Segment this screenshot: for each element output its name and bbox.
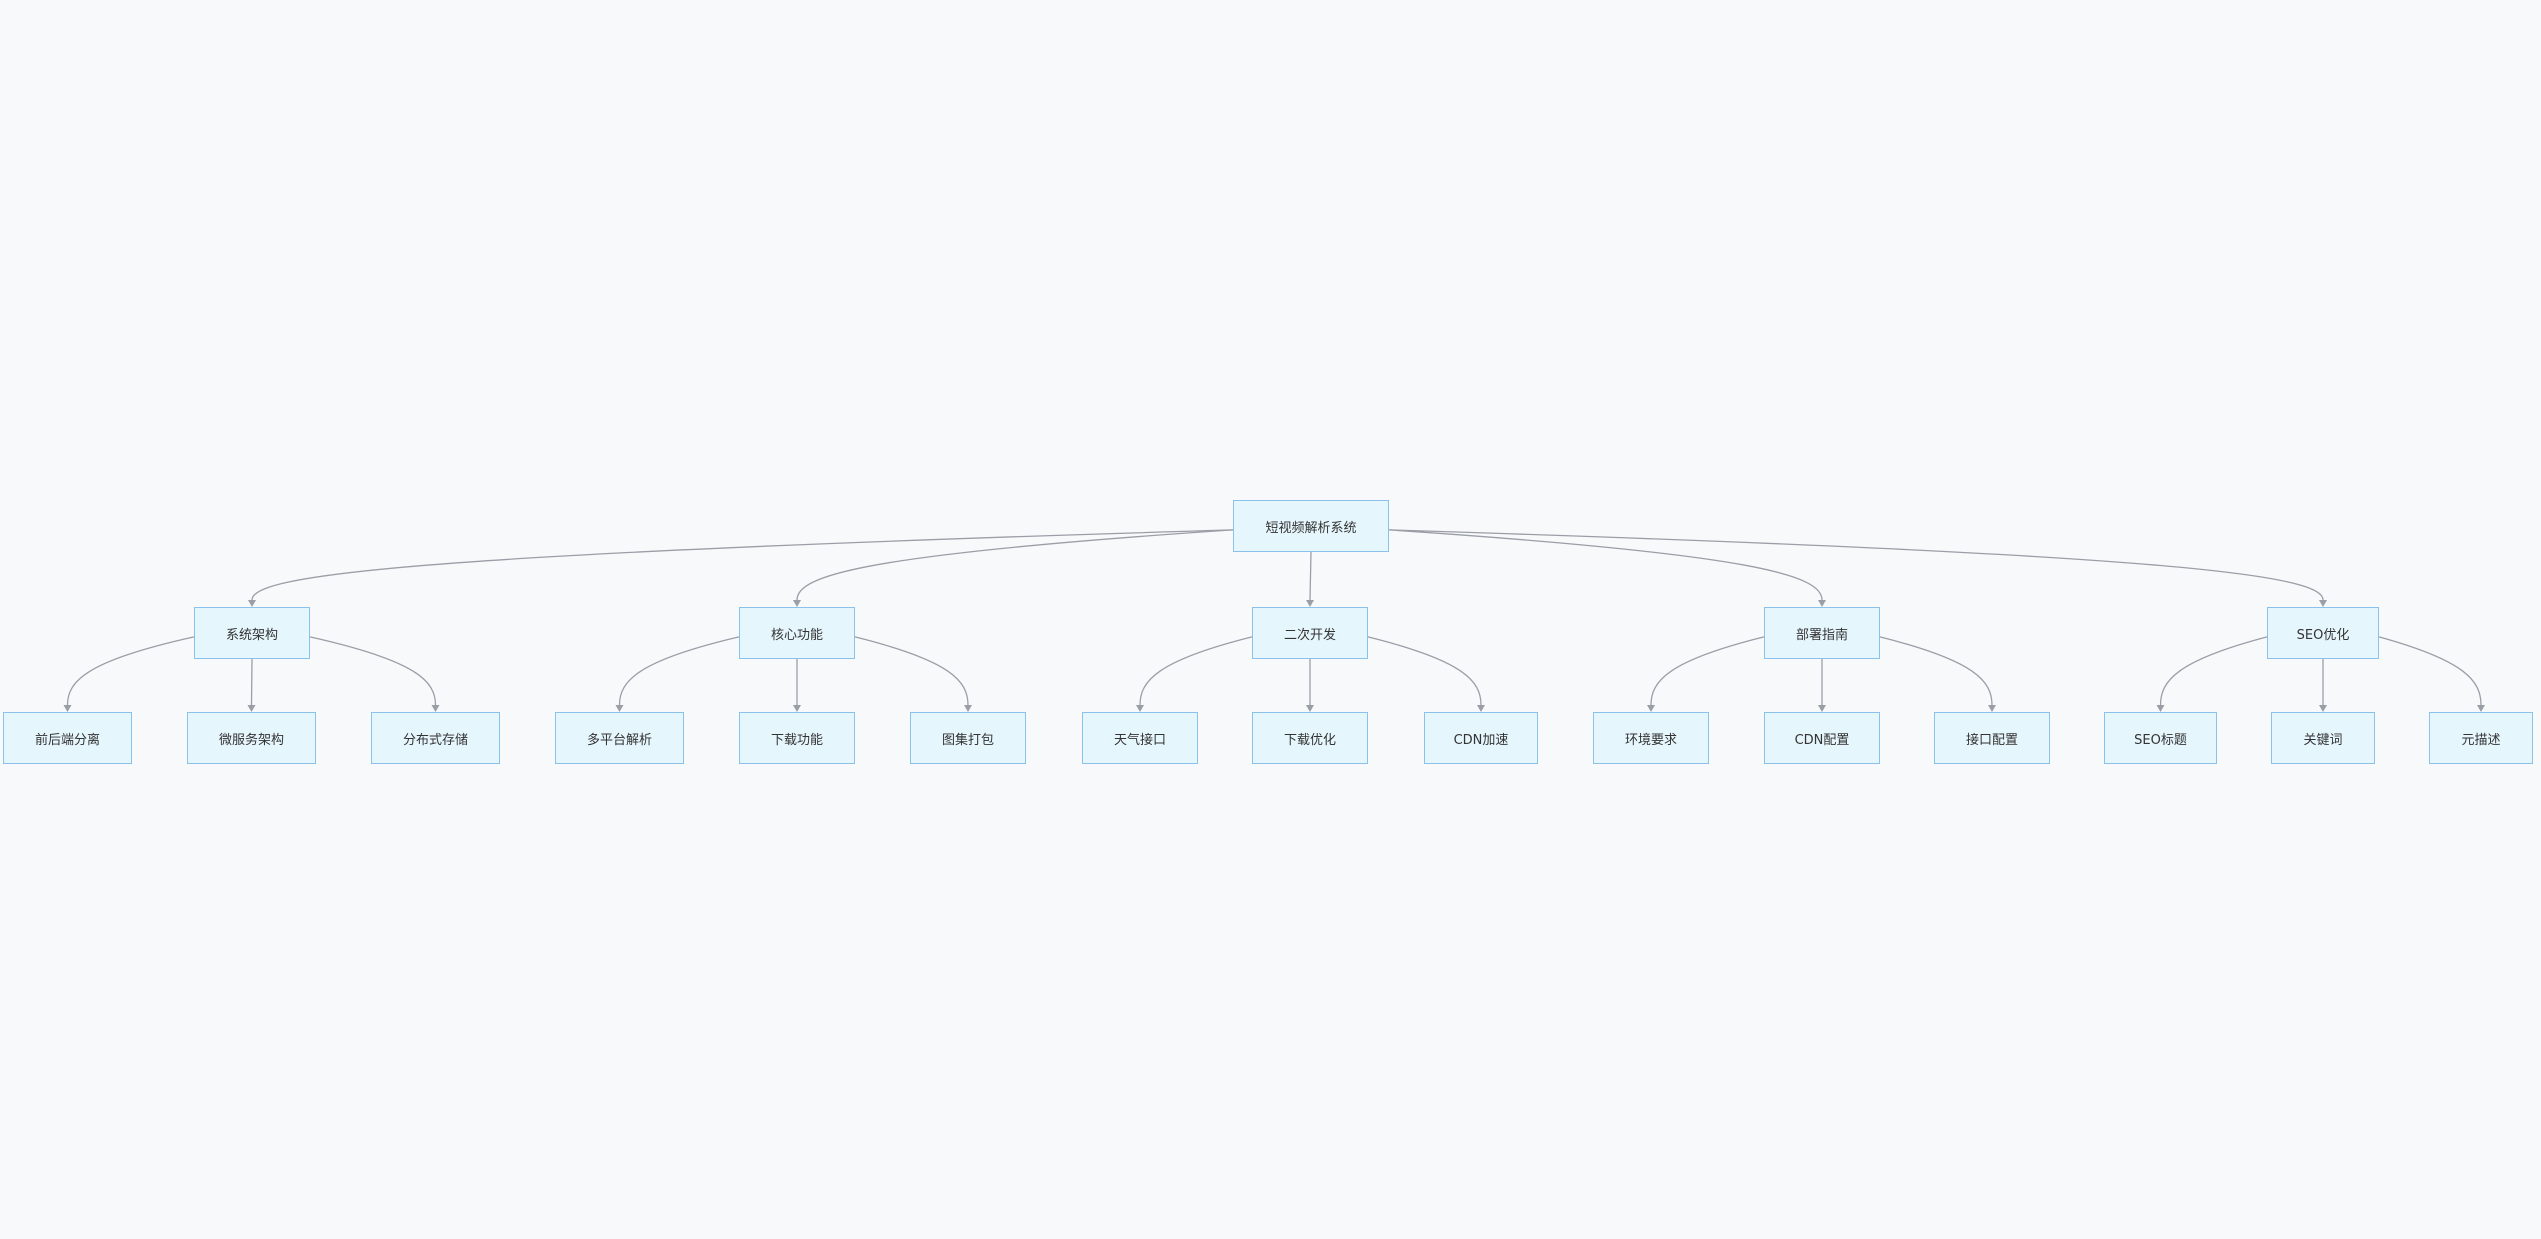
node-label: SEO标题 [2134, 732, 2187, 748]
edge-branch-to-leaf [66, 636, 195, 706]
node-label: 环境要求 [1624, 732, 1677, 748]
node-label: 二次开发 [1283, 627, 1336, 643]
branch-node-deploy[interactable]: 部署指南 [1764, 607, 1880, 659]
edge-root-to-branch [1388, 529, 2324, 601]
leaf-node[interactable]: 多平台解析 [555, 712, 684, 764]
arrowhead-icon [2319, 600, 2327, 607]
edge-branch-to-leaf [309, 636, 437, 706]
leaf-node[interactable]: 下载功能 [739, 712, 855, 764]
edge-branch-to-leaf [1139, 636, 1253, 706]
leaf-node[interactable]: CDN加速 [1424, 712, 1538, 764]
branch-node-arch[interactable]: 系统架构 [194, 607, 310, 659]
leaf-node[interactable]: 天气接口 [1082, 712, 1198, 764]
arrowhead-icon [1477, 705, 1485, 712]
arrowhead-icon [1306, 705, 1314, 712]
node-label: 多平台解析 [586, 732, 652, 748]
leaf-node[interactable]: 关键词 [2271, 712, 2375, 764]
node-label: 下载优化 [1283, 732, 1336, 748]
edge-branch-to-leaf [2159, 636, 2268, 706]
edge-root-to-branch [1388, 529, 1823, 601]
node-label: 元描述 [2461, 732, 2501, 748]
leaf-node[interactable]: 环境要求 [1593, 712, 1709, 764]
node-label: CDN加速 [1453, 732, 1509, 748]
arrowhead-icon [793, 600, 801, 607]
arrowhead-icon [247, 705, 256, 712]
edge-branch-to-leaf [2378, 636, 2482, 706]
arrowhead-icon [248, 600, 256, 607]
node-label: 核心功能 [770, 627, 823, 643]
leaf-node[interactable]: 微服务架构 [187, 712, 316, 764]
arrowhead-icon [964, 705, 972, 712]
leaf-node[interactable]: 元描述 [2429, 712, 2533, 764]
edge-branch-to-leaf [1367, 636, 1482, 706]
edge-branch-to-leaf [1650, 636, 1765, 706]
node-label: 下载功能 [770, 732, 823, 748]
node-label: 短视频解析系统 [1265, 520, 1357, 536]
arrowhead-icon [615, 705, 624, 712]
branch-node-dev[interactable]: 二次开发 [1252, 607, 1368, 659]
edge-root-to-branch [251, 529, 1234, 601]
root-node[interactable]: 短视频解析系统 [1233, 500, 1389, 552]
node-label: 关键词 [2303, 732, 2343, 748]
arrowhead-icon [2156, 705, 2165, 712]
arrowhead-icon [63, 705, 72, 712]
node-label: 分布式存储 [402, 732, 468, 748]
arrowhead-icon [2319, 705, 2327, 712]
node-label: 前后端分离 [34, 732, 100, 748]
arrowhead-icon [1818, 600, 1826, 607]
branch-node-seo[interactable]: SEO优化 [2267, 607, 2379, 659]
branch-node-core[interactable]: 核心功能 [739, 607, 855, 659]
edge-root-to-branch [1309, 551, 1312, 601]
arrowhead-icon [1988, 705, 1996, 712]
node-label: 接口配置 [1965, 732, 2018, 748]
leaf-node[interactable]: 接口配置 [1934, 712, 2050, 764]
node-label: CDN配置 [1794, 732, 1850, 748]
node-label: 图集打包 [941, 732, 994, 748]
arrowhead-icon [431, 705, 440, 712]
leaf-node[interactable]: 分布式存储 [371, 712, 500, 764]
leaf-node[interactable]: SEO标题 [2104, 712, 2217, 764]
arrowhead-icon [2477, 705, 2485, 712]
edge-root-to-branch [796, 529, 1234, 601]
leaf-node[interactable]: 下载优化 [1252, 712, 1368, 764]
edge-branch-to-leaf [1879, 636, 1993, 706]
node-label: 系统架构 [225, 627, 278, 643]
edge-branch-to-leaf [618, 636, 740, 706]
node-label: 天气接口 [1113, 732, 1166, 748]
leaf-node[interactable]: CDN配置 [1764, 712, 1880, 764]
leaf-node[interactable]: 前后端分离 [3, 712, 132, 764]
arrowhead-icon [1818, 705, 1826, 712]
node-label: 微服务架构 [218, 732, 284, 748]
node-label: SEO优化 [2296, 627, 2350, 643]
edge-branch-to-leaf [250, 658, 253, 706]
leaf-node[interactable]: 图集打包 [910, 712, 1026, 764]
edge-branch-to-leaf [854, 636, 969, 706]
node-label: 部署指南 [1795, 627, 1848, 643]
arrowhead-icon [1647, 705, 1655, 712]
arrowhead-icon [793, 705, 801, 712]
arrowhead-icon [1136, 705, 1144, 712]
arrowhead-icon [1306, 600, 1314, 607]
